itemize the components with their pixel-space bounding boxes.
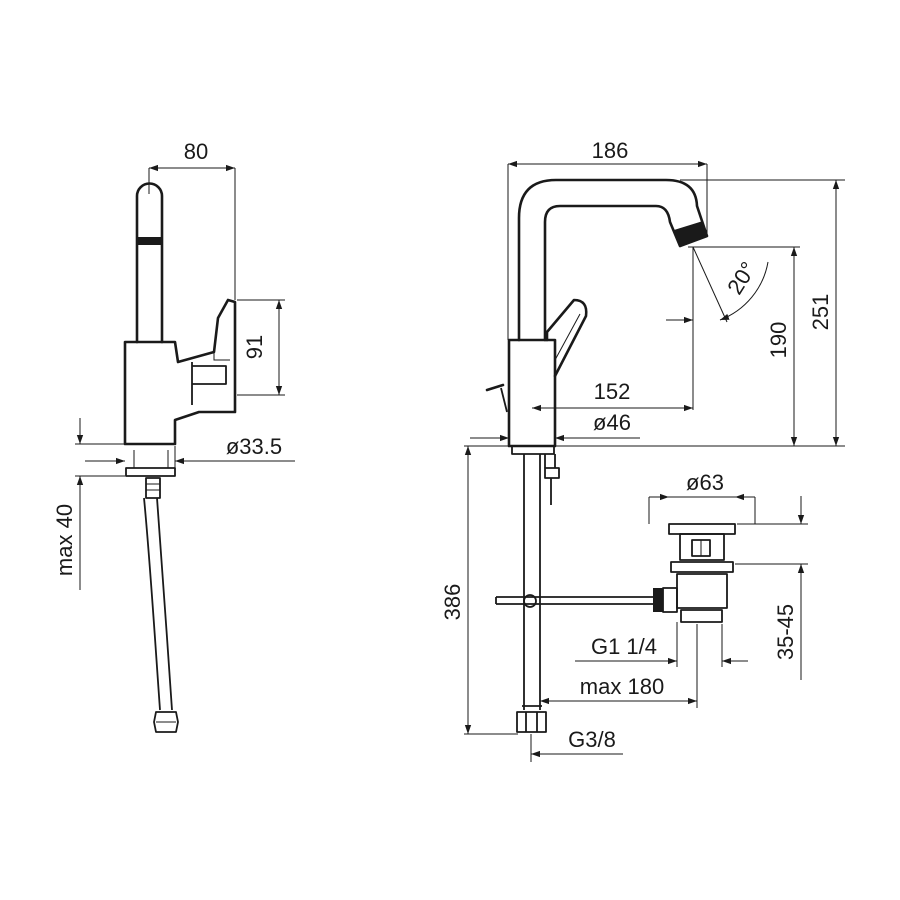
front-aerator: [674, 221, 707, 246]
side-view: 80 91 ø33.5 max 40: [52, 139, 295, 733]
front-spout: [517, 178, 709, 342]
dim-waste-thread: G1 1/4: [591, 634, 657, 659]
front-popup-knob: [485, 383, 505, 392]
side-spout: [135, 182, 164, 344]
dim-waste-height-range: 35-45: [773, 604, 798, 660]
front-rod-clip: [523, 594, 537, 608]
front-hose-nut: [516, 711, 547, 733]
dim-front-hose-length: 386: [440, 584, 465, 621]
dim-front-spout-height: 190: [766, 322, 791, 359]
side-base-plate: [125, 467, 176, 477]
dim-side-reach: 80: [184, 139, 208, 164]
dim-side-max-deck: max 40: [52, 504, 77, 576]
side-lever-inner: [213, 352, 230, 361]
dim-front-total-height: 251: [808, 294, 833, 331]
dim-front-width: 186: [592, 138, 629, 163]
side-body: [123, 298, 237, 446]
side-hose: [143, 497, 173, 711]
waste-assembly: [653, 523, 736, 623]
dim-waste-rod-length: max 180: [580, 674, 664, 699]
front-lever: [545, 298, 588, 378]
side-hose-nut: [153, 711, 179, 733]
side-aerator-band: [137, 237, 162, 245]
dim-front-spout-reach: 152: [594, 379, 631, 404]
side-lever-detail: [191, 362, 227, 405]
dim-side-base-dia: ø33.5: [226, 434, 282, 459]
front-body: [507, 338, 557, 448]
dim-front-body-dia: ø46: [593, 410, 631, 435]
dim-side-lever-height: 91: [242, 335, 267, 359]
dim-waste-flange-dia: ø63: [686, 470, 724, 495]
front-view: 186 251 190 20° 152 ø46 386 G3/8: [440, 138, 845, 762]
dim-hose-thread: G3/8: [568, 727, 616, 752]
